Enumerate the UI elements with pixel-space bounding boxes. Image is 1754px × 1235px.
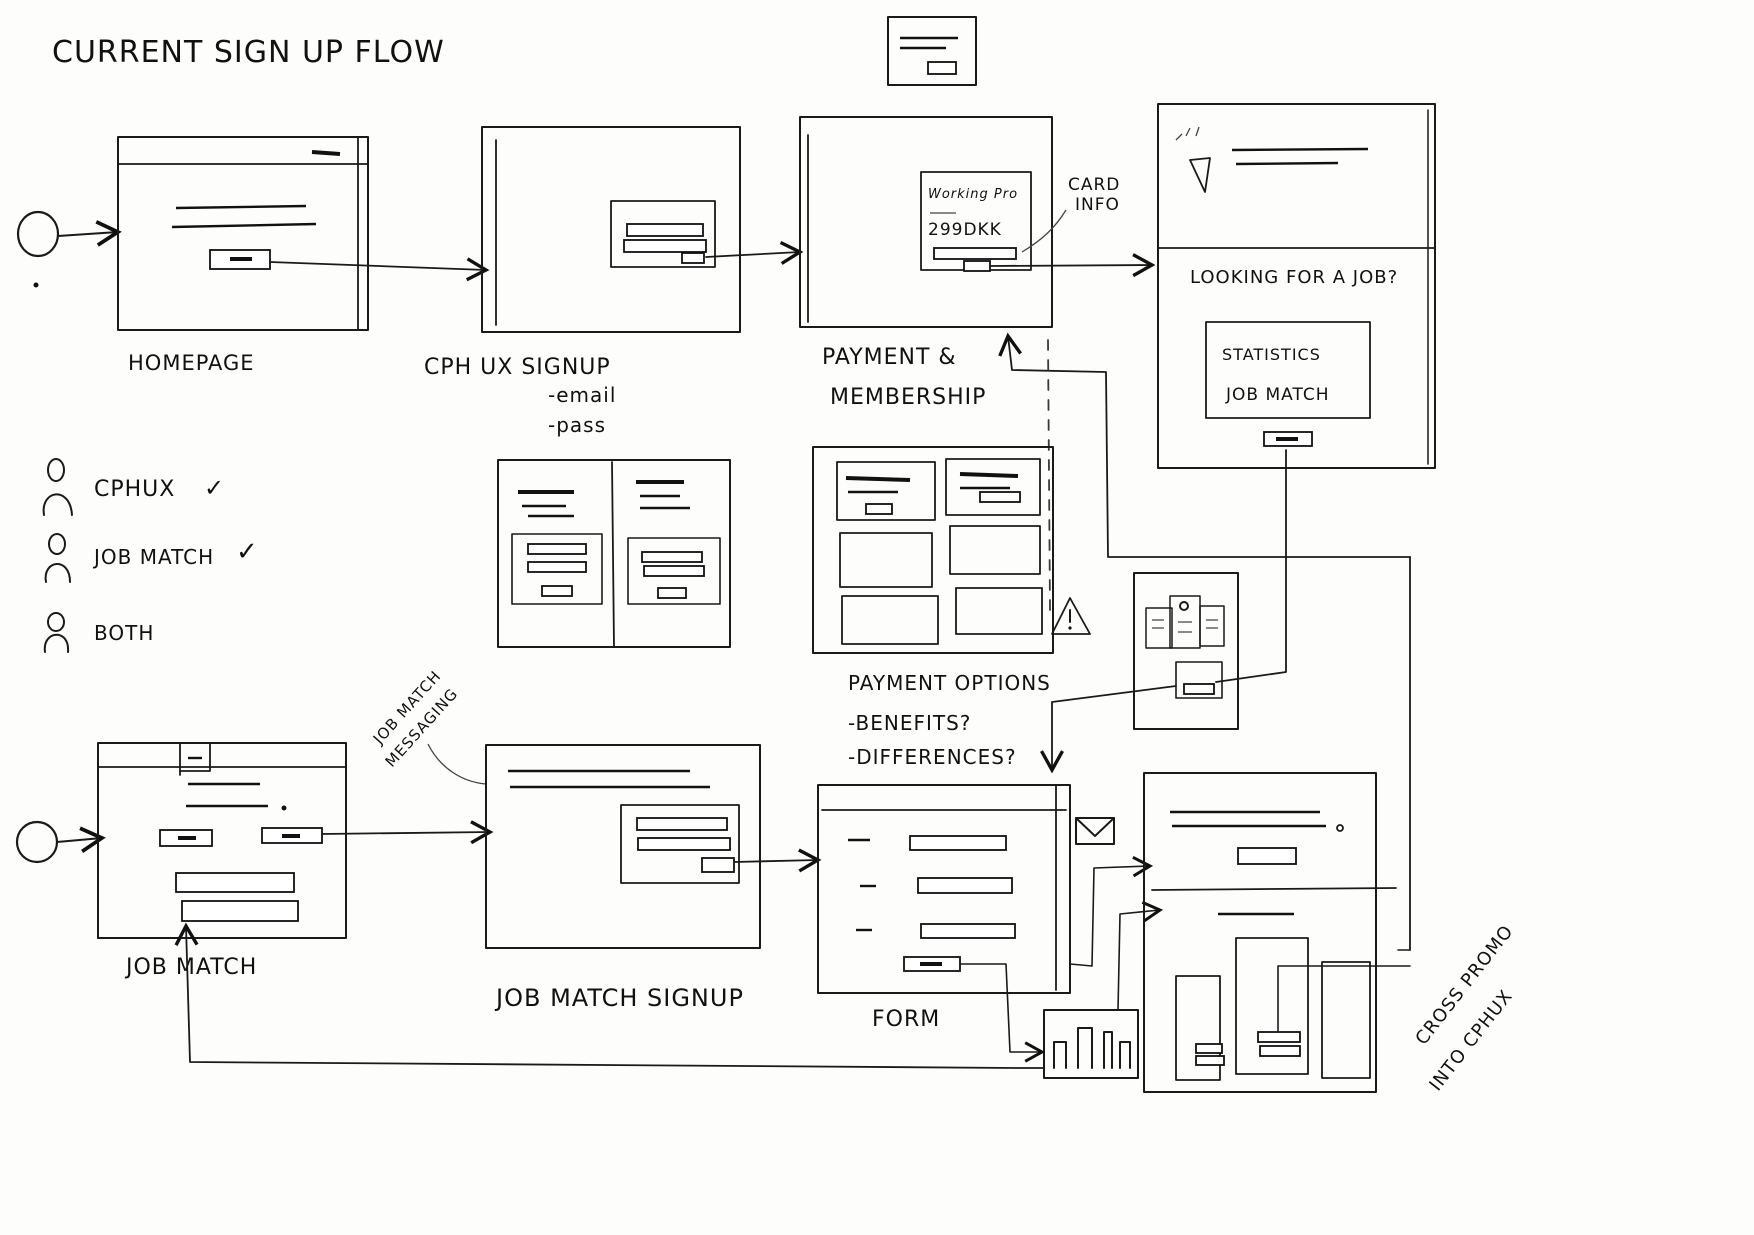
flow-arrow-signup-to-payment xyxy=(705,241,804,265)
page-title: CURRENT SIGN UP FLOW xyxy=(52,35,445,70)
cph-ux-signup-wireframe xyxy=(481,126,741,333)
cross-promo-label-1: CROSS PROMO xyxy=(1411,921,1517,1049)
flow-arrow-chart-to-crosspromo xyxy=(1117,901,1164,1011)
legend-label-job-match: JOB MATCH xyxy=(92,545,214,569)
mobile-panel-wireframe xyxy=(1133,572,1239,730)
start-node-top xyxy=(16,210,122,288)
messaging-pointer xyxy=(427,743,487,785)
start-node-bottom xyxy=(15,820,106,864)
connector-form-to-chart xyxy=(959,963,1046,1063)
card-info-pointer xyxy=(1021,209,1067,253)
statistics-label: STATISTICS xyxy=(1222,345,1321,364)
form-wireframe xyxy=(817,784,1071,994)
legend-label-cphux: CPHUX xyxy=(94,477,175,502)
chart-thumbnail xyxy=(1043,1009,1139,1079)
legend-check-cphux: ✓ xyxy=(204,474,225,502)
flow-arrow-form-to-crosspromo xyxy=(1069,855,1154,967)
payment-options-label: PAYMENT OPTIONS xyxy=(848,671,1051,695)
flow-arrow-signup-to-form xyxy=(733,848,822,873)
flow-arrow-payment-to-job xyxy=(989,253,1156,278)
person-icon xyxy=(42,458,73,516)
flow-arrow-loop-back-to-jobmatch xyxy=(174,922,1045,1069)
homepage-label: HOMEPAGE xyxy=(128,351,255,375)
payment-card-price: 299DKK xyxy=(928,220,1002,240)
cph-ux-signup-note-pass: -pass xyxy=(548,413,606,437)
sketch-canvas: CURRENT SIGN UP FLOW HOMEPAGE CPH UX SIG… xyxy=(15,16,1518,1095)
job-match-signup-label: JOB MATCH SIGNUP xyxy=(494,984,744,1012)
payment-options-wireframe xyxy=(812,446,1054,654)
form-label: FORM xyxy=(872,1007,940,1032)
payment-membership-label-1: PAYMENT & xyxy=(822,345,957,370)
person-icon xyxy=(44,533,71,583)
person-icon xyxy=(43,612,70,653)
flow-arrow-mobile-to-form xyxy=(1040,685,1177,774)
legend: CPHUX ✓ JOB MATCH ✓ BOTH xyxy=(42,458,259,653)
modal-thumbnail xyxy=(887,16,977,86)
cross-promo-wireframe xyxy=(1143,772,1411,1093)
cph-ux-signup-label: CPH UX SIGNUP xyxy=(424,355,611,380)
warning-icon xyxy=(1051,597,1091,635)
job-match-stat-label: JOB MATCH xyxy=(1225,385,1329,405)
card-info-line1: CARD xyxy=(1068,175,1120,195)
payment-membership-wireframe: Working Pro 299DKK xyxy=(799,116,1053,328)
job-match-label: JOB MATCH xyxy=(124,955,257,980)
payment-options-note-benefits: -BENEFITS? xyxy=(848,711,971,735)
flow-arrow-home-to-signup xyxy=(269,257,490,282)
payment-membership-label-2: MEMBERSHIP xyxy=(830,385,986,410)
job-match-wireframe xyxy=(97,742,347,939)
flow-arrow-loop-back-to-payment xyxy=(998,332,1411,558)
looking-for-job-heading: LOOKING FOR A JOB? xyxy=(1190,267,1398,288)
payment-card-plan: Working Pro xyxy=(928,187,1018,202)
signup-variants-wireframe xyxy=(497,459,731,648)
homepage-wireframe xyxy=(117,136,369,331)
legend-label-both: BOTH xyxy=(94,621,154,645)
legend-check-job-match: ✓ xyxy=(236,537,259,567)
job-match-signup-wireframe xyxy=(485,744,761,949)
flow-arrow-jobmatch-to-signup xyxy=(321,820,494,845)
cph-ux-signup-note-email: -email xyxy=(548,383,616,407)
looking-for-job-wireframe xyxy=(1157,103,1436,469)
card-info-line2: INFO xyxy=(1075,195,1120,215)
dashed-connector xyxy=(1047,339,1051,611)
connector-job-to-mobile xyxy=(1215,449,1287,683)
envelope-icon xyxy=(1075,817,1115,845)
payment-options-note-differences: -DIFFERENCES? xyxy=(848,745,1017,769)
